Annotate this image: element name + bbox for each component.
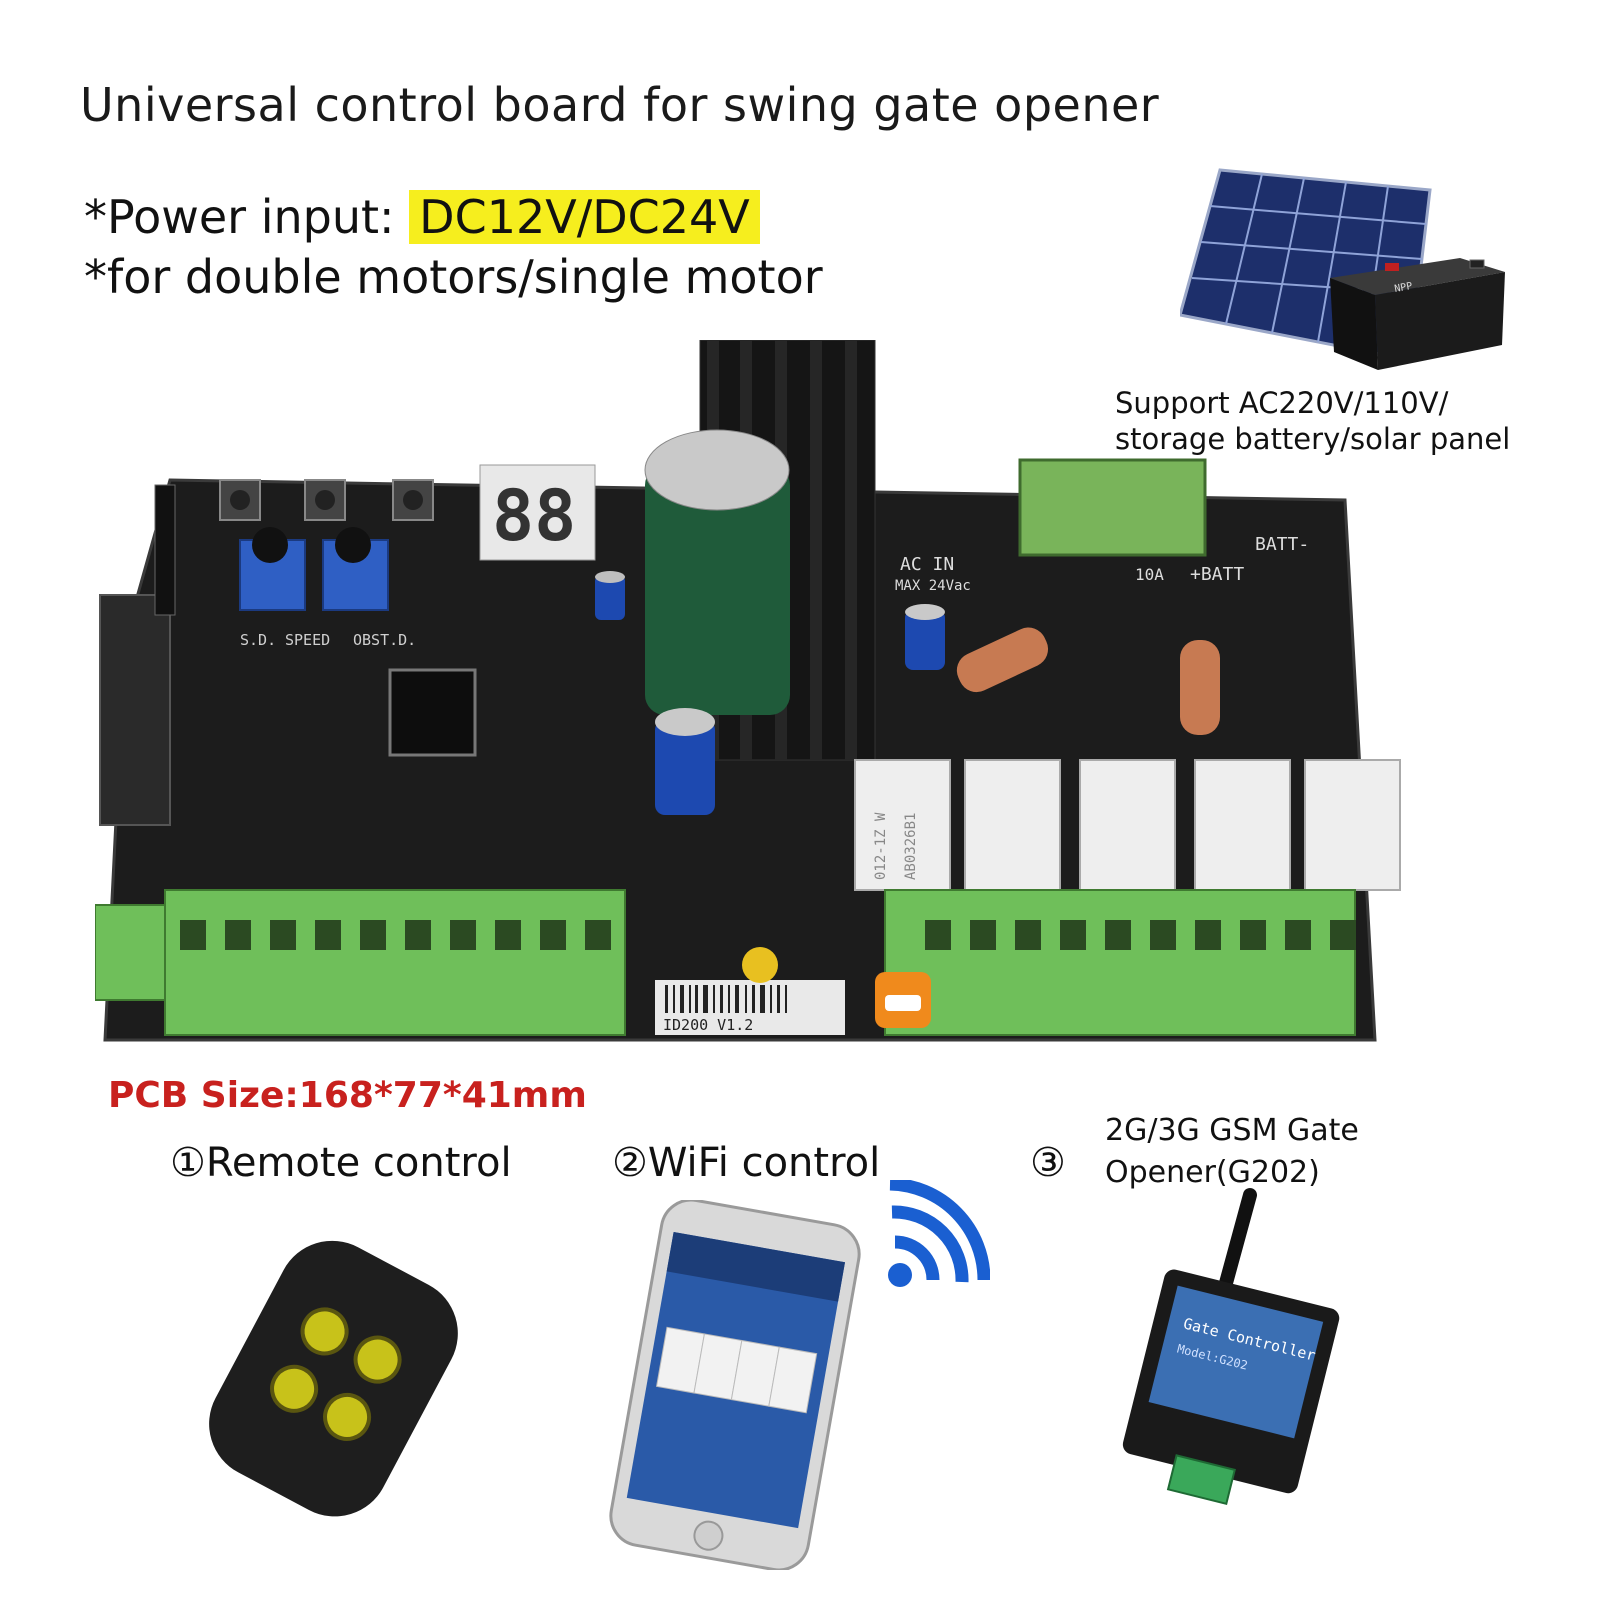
seven-segment-display [479,464,596,561]
remote-button-3 [270,1364,319,1413]
ceramic-capacitor [742,947,778,983]
terminal-block-right [884,889,1356,1036]
ac-max-label: MAX 24Vac [895,578,971,594]
gsm-opener-illustration: Gate Controller Model:G202 [1122,1188,1340,1506]
device-label-panel [1148,1285,1324,1439]
fuse-holder [1018,458,1207,557]
wifi-icon [888,1180,990,1287]
board-version: ID200 V1.2 [663,1016,753,1034]
pot-label-speed: SPEED [285,631,330,649]
batt-minus-label: BATT- [1255,534,1309,555]
option-wifi-label: ②WiFi control [612,1140,881,1186]
pcb-size-label: PCB Size:168*77*41mm [108,1075,587,1116]
power-resistors [956,627,1220,735]
app-icon [875,972,931,1028]
remote-button-4 [323,1392,372,1441]
barcode-label: ID200 V1.2 [655,980,845,1035]
remote-button-1 [300,1307,349,1356]
display-digits: 88 [492,475,576,557]
svg-text:NPP: NPP [1394,281,1414,295]
option-gsm-label: 2G/3G GSM Gate Opener(G202) [1105,1110,1359,1194]
pot-label-obstd: OBST.D. [353,631,416,649]
page-title: Universal control board for swing gate o… [80,78,1160,132]
gsm-label-line-1: 2G/3G GSM Gate [1105,1113,1359,1148]
option-gsm-number: ③ [1030,1140,1066,1186]
remote-control-illustration [209,1240,458,1517]
side-connector [99,594,171,826]
smartphone-illustration [609,1200,861,1570]
tactile-buttons [219,479,434,521]
relay-label-a: 012-1Z W [873,812,889,880]
microcontroller-chip [388,668,477,757]
power-input-spec: *Power input: DC12V/DC24V [84,190,760,244]
relay-label-b: AB0326B1 [903,813,919,880]
gsm-label-line-2: Opener(G202) [1105,1155,1320,1190]
battery: NPP [1330,258,1505,370]
small-capacitors [595,571,945,815]
terminal-block-left [95,889,626,1036]
remote-button-2 [353,1335,402,1384]
device-terminal [1166,1454,1236,1506]
fuse-rating: 10A [1135,565,1164,584]
potentiometers [239,527,389,611]
motor-spec: *for double motors/single motor [84,250,823,304]
power-support-caption: Support AC220V/110V/ storage battery/sol… [1115,385,1510,457]
support-line-2: storage battery/solar panel [1115,422,1511,456]
main-capacitor [644,429,790,715]
ac-in-label: AC IN [900,554,954,575]
support-line-1: Support AC220V/110V/ [1115,386,1449,420]
relays [854,759,1401,891]
option-remote-label: ①Remote control [170,1140,512,1186]
pin-header [154,484,176,616]
power-input-label: *Power input: [84,190,410,244]
batt-plus-label: +BATT [1190,564,1244,585]
control-board-illustration: S.D. SPEED OBST.D. 88 10A +BATT BATT- AC… [95,340,1401,1042]
pot-label-sd: S.D. [240,631,276,649]
solar-battery-illustration: NPP [1180,168,1505,370]
power-input-value: DC12V/DC24V [409,190,760,244]
phone-home-button [693,1520,724,1551]
